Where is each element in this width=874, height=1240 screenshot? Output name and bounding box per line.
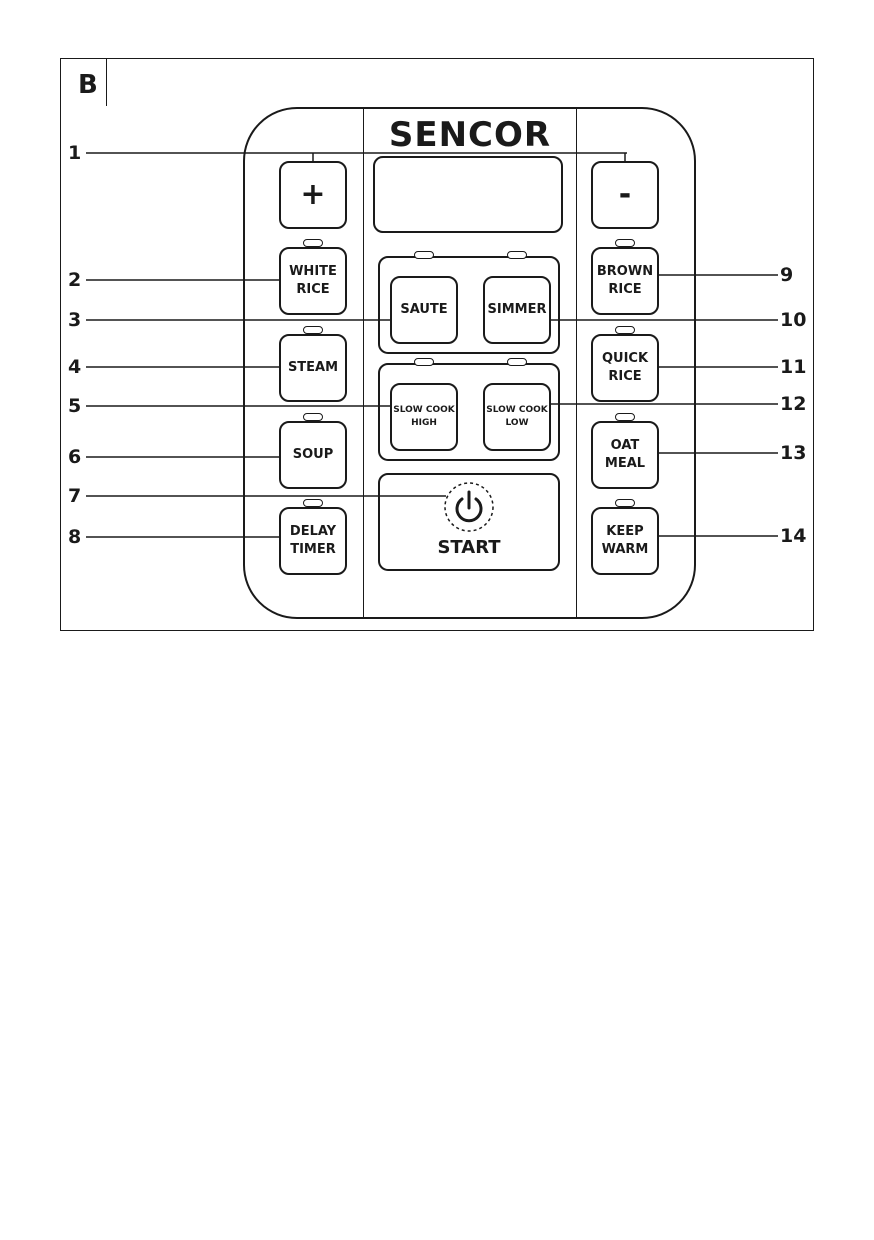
white-rice-button[interactable]: WHITE RICE: [279, 247, 347, 315]
quick-rice-led: [615, 326, 635, 334]
power-icon: [444, 482, 494, 532]
slow-cook-low-button[interactable]: SLOW COOK LOW: [483, 383, 551, 451]
slow-cook-low-led: [507, 358, 527, 366]
start-label: START: [437, 537, 501, 558]
panel-divider-right: [576, 107, 577, 619]
slow-cook-high-button[interactable]: SLOW COOK HIGH: [390, 383, 458, 451]
plus-button[interactable]: +: [279, 161, 347, 229]
callout-12: 12: [780, 393, 807, 415]
callout-11: 11: [780, 356, 807, 378]
quick-rice-label: QUICK RICE: [601, 351, 649, 384]
callout-7: 7: [68, 485, 82, 507]
start-button[interactable]: START: [378, 473, 560, 571]
minus-label: -: [618, 177, 632, 212]
callout-3: 3: [68, 309, 82, 331]
white-rice-label: WHITE RICE: [289, 264, 337, 297]
callout-9: 9: [780, 264, 794, 286]
minus-button[interactable]: -: [591, 161, 659, 229]
oat-meal-button[interactable]: OAT MEAL: [591, 421, 659, 489]
saute-button[interactable]: SAUTE: [390, 276, 458, 344]
brand-logo: SENCOR: [388, 115, 552, 155]
display-screen: [373, 156, 563, 233]
control-panel: [243, 107, 696, 619]
callout-4: 4: [68, 356, 82, 378]
soup-label: SOUP: [292, 447, 334, 462]
simmer-label: SIMMER: [487, 302, 547, 317]
plus-label: +: [300, 177, 326, 212]
keep-warm-label: KEEP WARM: [601, 524, 649, 557]
delay-timer-led: [303, 499, 323, 507]
callout-2: 2: [68, 269, 82, 291]
callout-1: 1: [68, 142, 82, 164]
slow-cook-high-led: [414, 358, 434, 366]
brown-rice-button[interactable]: BROWN RICE: [591, 247, 659, 315]
quick-rice-button[interactable]: QUICK RICE: [591, 334, 659, 402]
delay-timer-button[interactable]: DELAY TIMER: [279, 507, 347, 575]
saute-led: [414, 251, 434, 259]
callout-14: 14: [780, 525, 807, 547]
steam-button[interactable]: STEAM: [279, 334, 347, 402]
callout-6: 6: [68, 446, 82, 468]
brown-rice-label: BROWN RICE: [596, 264, 654, 297]
slow-cook-high-label: SLOW COOK HIGH: [393, 405, 455, 428]
keep-warm-button[interactable]: KEEP WARM: [591, 507, 659, 575]
callout-10: 10: [780, 309, 807, 331]
white-rice-led: [303, 239, 323, 247]
oat-meal-label: OAT MEAL: [604, 438, 646, 471]
callout-5: 5: [68, 395, 82, 417]
steam-label: STEAM: [287, 360, 339, 375]
figure-label-divider: [106, 58, 107, 106]
oat-meal-led: [615, 413, 635, 421]
delay-timer-label: DELAY TIMER: [289, 524, 337, 557]
steam-led: [303, 326, 323, 334]
callout-8: 8: [68, 526, 82, 548]
simmer-led: [507, 251, 527, 259]
callout-13: 13: [780, 442, 807, 464]
simmer-button[interactable]: SIMMER: [483, 276, 551, 344]
saute-simmer-group: [378, 256, 560, 354]
figure-label: B: [78, 70, 98, 100]
panel-divider-left: [363, 107, 364, 619]
figure-frame: [60, 58, 814, 631]
slow-cook-group: [378, 363, 560, 461]
brown-rice-led: [615, 239, 635, 247]
keep-warm-led: [615, 499, 635, 507]
slow-cook-low-label: SLOW COOK LOW: [486, 405, 548, 428]
soup-led: [303, 413, 323, 421]
soup-button[interactable]: SOUP: [279, 421, 347, 489]
saute-label: SAUTE: [400, 302, 448, 317]
